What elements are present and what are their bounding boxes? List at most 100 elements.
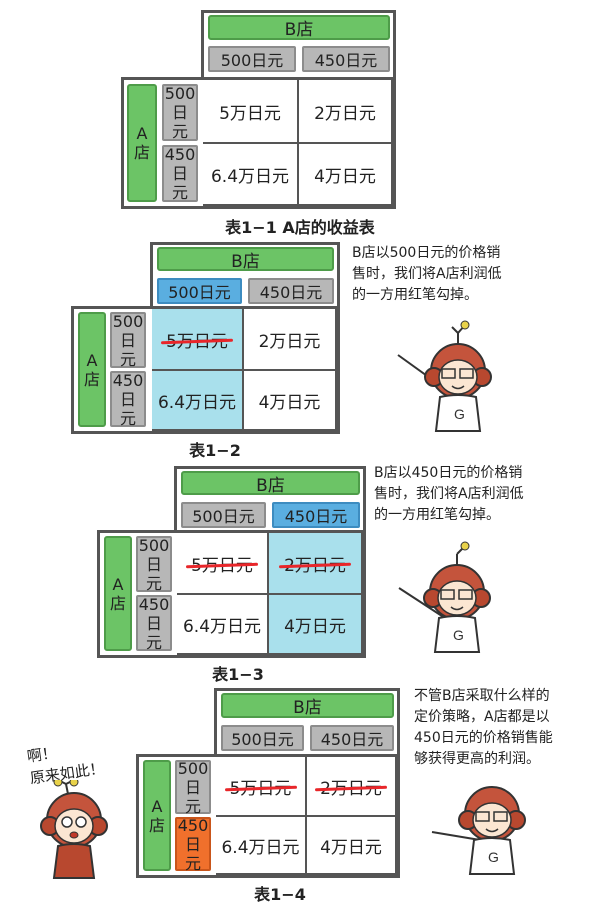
svg-text:G: G	[453, 627, 464, 643]
payoff-cell: 5万日元	[203, 80, 299, 144]
a-price-500-num: 500	[164, 84, 196, 103]
a-price-450-num: 450	[138, 594, 170, 614]
a-price-450-num: 450	[164, 145, 196, 164]
payoff-value: 6.4万日元	[210, 166, 290, 187]
a-price-500-num: 500	[177, 758, 209, 778]
payoff-cell: 5万日元	[177, 533, 269, 595]
a-price-450-unit1: 日	[145, 613, 162, 633]
svg-text:G: G	[454, 406, 465, 422]
teacher-character-icon: G	[397, 320, 492, 432]
note-table-1-2: B店以500日元的价格销 售时，我们将A店利润低 的一方用红笔勾掉。	[352, 243, 582, 306]
payoff-value: 4万日元	[258, 392, 321, 413]
payoff-cell: 2万日元	[244, 309, 337, 371]
caption-table-1-4: 表1−4	[254, 885, 306, 904]
store-a-char: 店	[133, 143, 150, 162]
b-price-450-header: 450日元	[302, 46, 390, 72]
payoff-value: 6.4万日元	[182, 616, 262, 637]
store-a-letter: A	[112, 574, 124, 594]
store-a-letter: A	[136, 124, 148, 143]
a-price-500-unit2: 元	[171, 122, 188, 141]
payoff-cell: 4万日元	[244, 371, 337, 431]
note-line: 不管B店采取什么样的	[414, 688, 550, 704]
a-price-450-unit2: 元	[171, 183, 188, 202]
payoff-value-struck: 5万日元	[191, 551, 253, 576]
b-price-500-header: 500日元	[208, 46, 296, 72]
surprised-character-icon	[40, 780, 108, 879]
a-price-500-unit1: 日	[171, 103, 188, 122]
store-b-header: B店	[181, 471, 360, 496]
svg-text:G: G	[488, 849, 499, 865]
payoff-cell: 6.4万日元	[203, 144, 299, 206]
a-price-500-num: 500	[112, 311, 144, 331]
a-price-450-unit2: 元	[145, 632, 162, 652]
note-line: 售时，我们将A店利润低	[352, 266, 502, 282]
payoff-value: 6.4万日元	[221, 837, 300, 858]
a-price-450-unit1: 日	[171, 164, 188, 183]
payoff-cell-highlighted: 4万日元	[269, 595, 363, 655]
a-price-500-header: 500 日 元	[110, 311, 146, 369]
note-table-1-4: 不管B店采取什么样的 定价策略，A店都是以 450日元的价格销售能 够获得更高的…	[414, 686, 589, 770]
payoff-cell-highlighted: 6.4万日元	[152, 371, 244, 431]
a-price-500-header: 500 日 元	[136, 536, 172, 593]
a-price-500-unit2: 元	[119, 349, 136, 369]
a-price-450-header: 450 日 元	[110, 370, 146, 428]
store-b-header: B店	[221, 693, 394, 718]
payoff-cell-highlighted: 2万日元	[269, 533, 363, 595]
a-price-450-num: 450	[112, 370, 144, 390]
a-price-500-header: 500 日 元	[162, 84, 198, 141]
b-price-450-header: 450日元	[310, 725, 394, 751]
b-price-450-header-highlighted: 450日元	[272, 502, 360, 528]
a-price-500-unit2: 元	[184, 796, 201, 816]
note-line: 450日元的价格销售能	[414, 730, 553, 746]
payoff-value-struck: 2万日元	[284, 551, 346, 576]
b-price-500-header: 500日元	[181, 502, 266, 528]
store-a-letter: A	[86, 350, 98, 370]
store-a-header: A 店	[104, 536, 132, 651]
a-price-500-unit1: 日	[184, 777, 201, 797]
payoff-cell: 2万日元	[307, 757, 397, 817]
a-price-450-unit1: 日	[184, 834, 201, 854]
store-a-header: A 店	[78, 312, 106, 427]
note-line: 定价策略，A店都是以	[414, 709, 550, 725]
store-a-header: A 店	[143, 760, 171, 871]
a-price-450-unit1: 日	[119, 389, 136, 409]
b-price-450-header: 450日元	[248, 278, 334, 304]
payoff-value: 2万日元	[314, 103, 376, 124]
b-price-500-header-highlighted: 500日元	[157, 278, 242, 304]
store-a-letter: A	[151, 796, 163, 816]
a-price-450-unit2: 元	[119, 408, 136, 428]
payoff-value-struck: 5万日元	[230, 774, 292, 799]
payoff-cell: 6.4万日元	[177, 595, 269, 655]
note-line: 售时，我们将A店利润低	[374, 486, 524, 502]
payoff-cell-highlighted: 5万日元	[152, 309, 244, 371]
store-b-header: B店	[208, 15, 390, 40]
note-table-1-3: B店以450日元的价格销 售时，我们将A店利润低 的一方用红笔勾掉。	[374, 463, 589, 526]
store-a-char: 店	[148, 815, 165, 835]
payoff-cell: 6.4万日元	[216, 817, 307, 875]
a-price-450-num: 450	[177, 815, 209, 835]
payoff-cell: 2万日元	[299, 80, 393, 144]
payoff-value: 5万日元	[219, 103, 281, 124]
caption-table-1-3: 表1−3	[212, 665, 264, 684]
note-line: B店以500日元的价格销	[352, 245, 501, 261]
payoff-cell: 4万日元	[299, 144, 393, 206]
store-a-header: A 店	[127, 84, 157, 202]
payoff-value: 2万日元	[258, 331, 321, 352]
b-price-500-header: 500日元	[221, 725, 304, 751]
payoff-cell: 4万日元	[307, 817, 397, 875]
payoff-value: 4万日元	[314, 166, 376, 187]
note-line: 的一方用红笔勾掉。	[374, 507, 500, 523]
payoff-value: 6.4万日元	[157, 392, 237, 413]
payoff-value: 4万日元	[320, 837, 382, 858]
payoff-value-struck: 5万日元	[166, 327, 228, 352]
a-price-500-unit2: 元	[145, 573, 162, 593]
store-a-char: 店	[83, 369, 100, 389]
a-price-450-header-highlighted: 450 日 元	[175, 815, 211, 873]
note-line: 的一方用红笔勾掉。	[352, 287, 478, 303]
store-a-char: 店	[109, 593, 126, 613]
teacher-character-icon: G	[431, 786, 526, 875]
teacher-character-icon: G	[398, 541, 491, 653]
caption-table-1-1: 表1−1 A店的收益表	[225, 218, 375, 237]
note-line: 够获得更高的利润。	[414, 751, 540, 767]
a-price-500-unit1: 日	[145, 554, 162, 574]
